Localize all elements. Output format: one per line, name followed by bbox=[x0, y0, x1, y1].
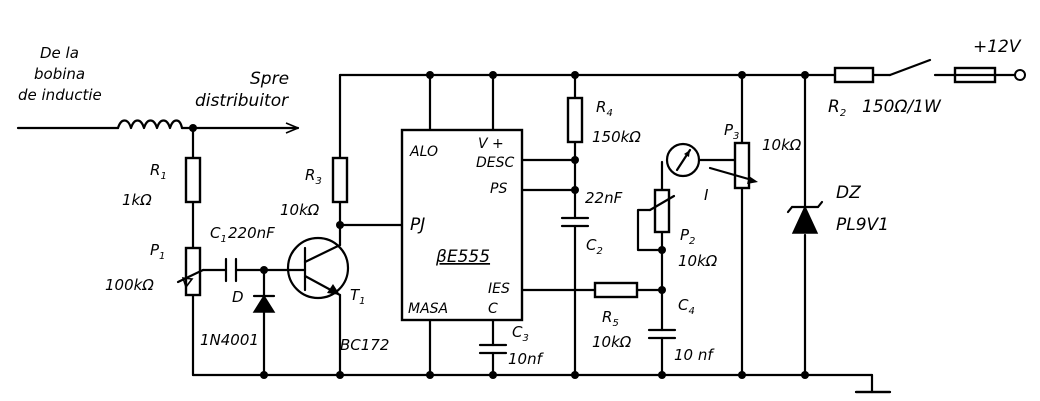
r3-name: R bbox=[305, 166, 315, 184]
p3-value: 10kΩ bbox=[762, 136, 802, 154]
source-label-1: De la bbox=[40, 44, 79, 62]
r5-value: 10kΩ bbox=[592, 333, 632, 351]
r2-sub: 2 bbox=[840, 108, 846, 119]
potentiometer-p2-arrow bbox=[648, 194, 676, 212]
dest-label-1: Spre bbox=[250, 69, 289, 89]
supply-label: +12V bbox=[973, 37, 1022, 57]
r1-name: R bbox=[150, 161, 160, 179]
resistor-r3 bbox=[331, 156, 349, 204]
pin-alo: ALO bbox=[409, 144, 438, 160]
capacitor-c4 bbox=[647, 328, 677, 340]
junction-dots bbox=[189, 71, 809, 379]
meter-i bbox=[665, 142, 701, 178]
svg-text:C4: C4 bbox=[678, 296, 695, 317]
svg-text:P1: P1 bbox=[150, 241, 165, 262]
source-label-3: de inductie bbox=[18, 86, 102, 104]
p3-name: P bbox=[724, 121, 734, 139]
t1-name: T bbox=[350, 286, 361, 304]
r2-name: R bbox=[828, 97, 840, 117]
potentiometer-p1-arrow bbox=[176, 268, 205, 284]
p2-sub: 2 bbox=[689, 236, 695, 247]
resistor-r5 bbox=[593, 281, 639, 299]
c2-name: C bbox=[586, 236, 597, 254]
r5-sub: 5 bbox=[612, 318, 618, 329]
svg-text:C1: C1 bbox=[210, 224, 227, 245]
source-label-2: bobina bbox=[34, 65, 85, 83]
ignition-coil-inductor bbox=[116, 119, 184, 130]
capacitor-c2 bbox=[560, 216, 590, 228]
r2-value: 150Ω/1W bbox=[862, 97, 942, 117]
capacitor-c3 bbox=[478, 343, 508, 355]
pin-ies: IES bbox=[488, 281, 510, 297]
zener-dz bbox=[786, 200, 824, 234]
meter-name: I bbox=[704, 186, 709, 204]
c3-sub: 3 bbox=[522, 333, 528, 344]
r3-value: 10kΩ bbox=[280, 201, 320, 219]
c1-name: C bbox=[210, 224, 221, 242]
fuse bbox=[953, 66, 997, 84]
r3-sub: 3 bbox=[315, 176, 321, 187]
p2-name: P bbox=[680, 226, 690, 244]
r4-sub: 4 bbox=[606, 108, 612, 119]
labels: De la bobina de inductie Spre distribuit… bbox=[18, 37, 1022, 368]
c1-value: 220nF bbox=[228, 224, 275, 242]
r1-sub: 1 bbox=[160, 171, 166, 182]
ic-name: βE555 bbox=[435, 247, 490, 267]
d-name: D bbox=[232, 288, 244, 306]
svg-text:R1: R1 bbox=[150, 161, 167, 182]
wires bbox=[16, 73, 1017, 394]
r5-name: R bbox=[602, 308, 612, 326]
resistor-r2 bbox=[833, 66, 875, 84]
c4-value: 10 nf bbox=[674, 346, 715, 364]
c4-name: C bbox=[678, 296, 689, 314]
resistor-r1 bbox=[184, 156, 202, 204]
p1-name: P bbox=[150, 241, 160, 259]
t1-value: BC172 bbox=[340, 336, 389, 354]
dz-name: DZ bbox=[836, 183, 861, 203]
r1-value: 1kΩ bbox=[122, 191, 152, 209]
p1-sub: 1 bbox=[159, 251, 165, 262]
ic-be555 bbox=[400, 128, 524, 322]
potentiometer-p3 bbox=[733, 141, 751, 190]
svg-text:R3: R3 bbox=[305, 166, 322, 187]
supply-terminal bbox=[1014, 69, 1026, 81]
t1-sub: 1 bbox=[359, 296, 365, 307]
dest-label-2: distribuitor bbox=[195, 91, 289, 111]
pin-masa: MASA bbox=[408, 301, 448, 317]
c2-sub: 2 bbox=[596, 246, 602, 257]
r4-name: R bbox=[596, 98, 606, 116]
pin-ps: PS bbox=[490, 181, 507, 197]
svg-text:T1: T1 bbox=[350, 286, 366, 307]
pin-desc: DESC bbox=[476, 155, 515, 171]
dz-value: PL9V1 bbox=[836, 215, 889, 235]
svg-text:P3: P3 bbox=[724, 121, 739, 142]
svg-text:R5: R5 bbox=[602, 308, 619, 329]
c2-value: 22nF bbox=[585, 189, 623, 207]
potentiometer-p3-arrow bbox=[708, 166, 754, 182]
diode-d bbox=[252, 294, 276, 313]
d-value: 1N4001 bbox=[200, 331, 259, 349]
svg-text:R4: R4 bbox=[596, 98, 613, 119]
c4-sub: 4 bbox=[688, 306, 694, 317]
svg-text:R2: R2 bbox=[828, 97, 846, 119]
resistor-r4 bbox=[566, 96, 584, 144]
switch bbox=[888, 58, 932, 77]
transistor-t1 bbox=[286, 236, 350, 300]
pin-v: V + bbox=[478, 136, 504, 152]
potentiometer-p2 bbox=[653, 188, 671, 234]
p3-sub: 3 bbox=[733, 131, 739, 142]
r4-value: 150kΩ bbox=[592, 128, 641, 146]
p2-value: 10kΩ bbox=[678, 252, 718, 270]
svg-text:C3: C3 bbox=[512, 323, 529, 344]
svg-text:C2: C2 bbox=[586, 236, 603, 257]
capacitor-c1 bbox=[224, 257, 238, 283]
pin-pj: PJ bbox=[410, 215, 425, 235]
c3-name: C bbox=[512, 323, 523, 341]
c3-value: 10nf bbox=[508, 350, 545, 368]
c1-sub: 1 bbox=[220, 234, 226, 245]
p1-value: 100kΩ bbox=[105, 276, 154, 294]
svg-text:P2: P2 bbox=[680, 226, 695, 247]
pin-c: C bbox=[488, 301, 498, 317]
